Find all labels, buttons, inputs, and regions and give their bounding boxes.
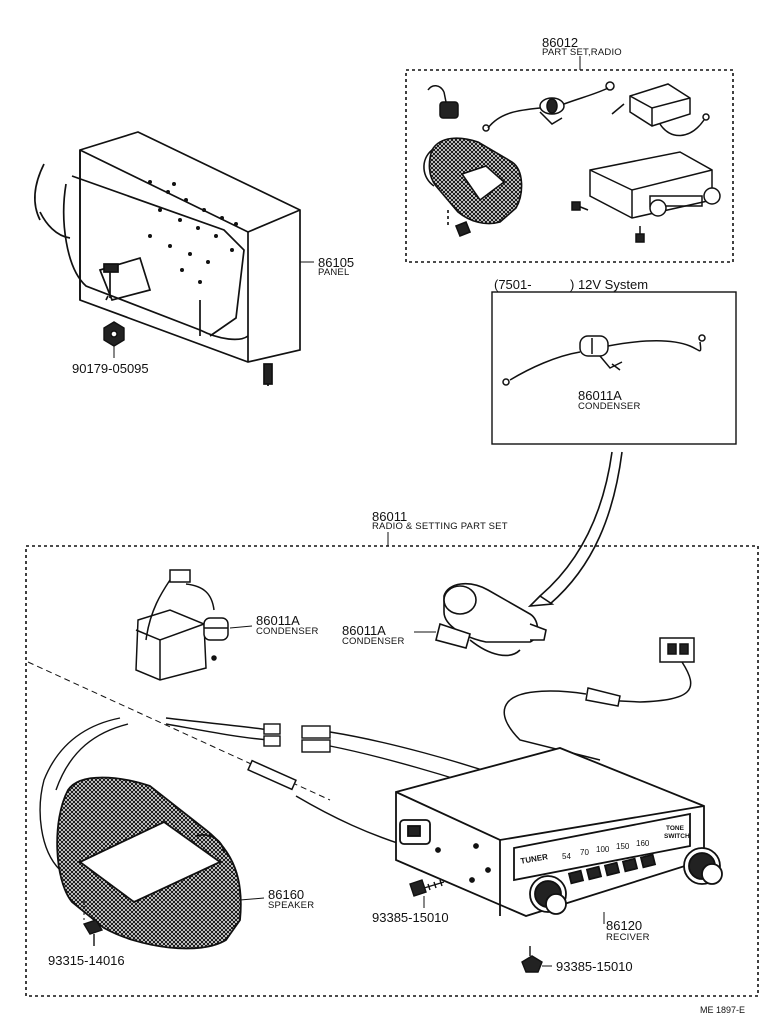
speaker-number: 86160 bbox=[268, 887, 305, 902]
part-set-radio-number: 86012 bbox=[542, 35, 579, 50]
receiver-number: 86120 bbox=[606, 918, 643, 933]
dial-scale-160: 160 bbox=[636, 839, 650, 848]
receiver-screw-bottom-number: 93385-15010 bbox=[556, 959, 633, 974]
connector-plug bbox=[427, 85, 459, 119]
panel-nut bbox=[103, 321, 125, 347]
part-set-radio-name: PART SET,RADIO bbox=[542, 47, 622, 58]
condenser-left-number: 86011A bbox=[256, 613, 300, 628]
dial-scale-100: 100 bbox=[596, 845, 610, 854]
footer-code: ME 1897-E bbox=[700, 1005, 746, 1015]
dial-scale-150: 150 bbox=[616, 842, 630, 851]
panel-name: PANEL bbox=[318, 267, 350, 278]
radio-setting-name: RADIO & SETTING PART SET bbox=[372, 521, 508, 532]
dial-scale-54: 54 bbox=[562, 852, 571, 861]
speaker-screw bbox=[82, 919, 104, 946]
receiver-name: RECIVER bbox=[606, 932, 650, 943]
condenser-box-number: 86011A bbox=[578, 388, 622, 403]
mini-speaker bbox=[423, 137, 523, 238]
antenna-plug bbox=[503, 637, 695, 761]
radio-setting-box bbox=[25, 545, 759, 997]
receiver-screw-bottom bbox=[521, 946, 543, 973]
speaker-screw-number: 93315-14016 bbox=[48, 953, 125, 968]
condenser-mid-assembly bbox=[435, 583, 547, 657]
harness-wires bbox=[39, 717, 541, 871]
system-range-open: (7501- bbox=[494, 277, 532, 292]
condenser-12v bbox=[502, 334, 706, 386]
system-range-close: ) 12V System bbox=[570, 277, 649, 292]
condenser-left-assembly bbox=[135, 569, 229, 681]
panel-bracket bbox=[33, 131, 301, 386]
speaker-name: SPEAKER bbox=[268, 900, 315, 911]
panel-number: 86105 bbox=[318, 255, 355, 270]
speaker-unit bbox=[56, 776, 242, 950]
dial-scale-70: 70 bbox=[580, 848, 589, 857]
mini-receiver bbox=[571, 151, 721, 243]
noise-filter-unit bbox=[611, 83, 710, 137]
receiver-screw-left bbox=[409, 879, 445, 897]
dial-switch-label: SWITCH bbox=[664, 833, 690, 840]
dial-tone-label: TONE bbox=[666, 825, 684, 832]
condenser-small bbox=[482, 81, 615, 132]
system-box bbox=[491, 291, 737, 445]
panel-holes bbox=[148, 180, 238, 284]
condenser-box-name: CONDENSER bbox=[578, 401, 641, 412]
panel-nut-number: 90179-05095 bbox=[72, 361, 149, 376]
receiver-screw-left-number: 93385-15010 bbox=[372, 910, 449, 925]
reference-arrow bbox=[527, 451, 623, 607]
receiver-unit bbox=[395, 747, 723, 917]
condenser-mid-name: CONDENSER bbox=[342, 636, 405, 647]
radio-setting-number: 86011 bbox=[372, 509, 408, 524]
condenser-mid-number: 86011A bbox=[342, 623, 386, 638]
condenser-left-name: CONDENSER bbox=[256, 626, 319, 637]
part-set-radio-box bbox=[405, 69, 734, 263]
